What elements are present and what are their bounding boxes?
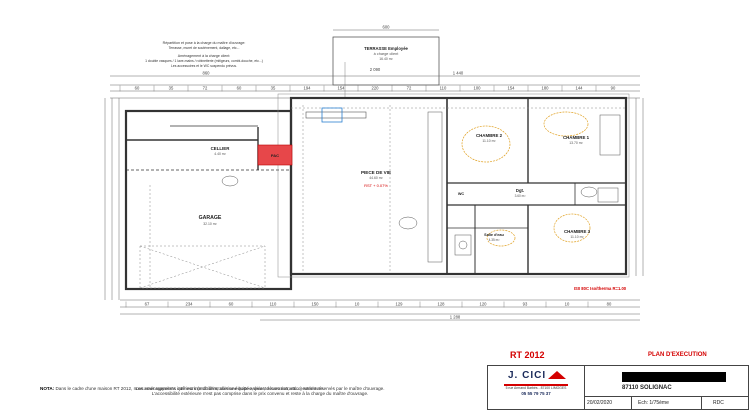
pac-label: PAC: [271, 153, 279, 158]
room-chambre-2: CHAMBRE 2: [476, 133, 503, 138]
dimension-label: 60: [135, 86, 140, 91]
nota-line: Dans le cadre d'une maison RT 2012, nous…: [55, 386, 325, 391]
dimension-label: 234: [186, 302, 194, 307]
top-note-line: Terrasse, muret de soutènement, dallage,…: [169, 46, 240, 50]
room-wc: WC: [458, 192, 465, 196]
location-label: 87110 SOLIGNAC: [622, 385, 672, 391]
dimension-label: 150: [312, 302, 320, 307]
wall-cabinet: [427, 111, 443, 263]
terrace-width-dim: 600: [383, 25, 391, 30]
room-dgt: Dgt.: [516, 188, 524, 193]
bottom-notes: NOTA: Dans le cadre d'une maison RT 2012…: [40, 386, 480, 396]
room-dgt-area: 3.60 m²: [515, 194, 526, 198]
dimension-label: 100: [474, 86, 482, 91]
dimension-label: 128: [438, 302, 446, 307]
bottom-segment-dims: 67 234 60 110 150 10 129 128 120 93 10 80: [125, 301, 612, 308]
dimension-label: 72: [407, 86, 412, 91]
dim-bottom-total: 1 288: [450, 315, 461, 320]
room-chambre-3: CHAMBRE 3: [564, 229, 591, 234]
piece-de-vie-red-note: RST + 0.07%: [364, 183, 388, 188]
room-chambre-2-area: 11.10 m²: [482, 139, 496, 143]
dim-top-extent: 1 440: [453, 71, 464, 76]
company-address: 5 rue Armand Barbès - 87100 LIMOGES: [505, 386, 567, 390]
dimension-label: 35: [271, 86, 276, 91]
top-note-line: Les accessoires et le WC suspendu prévus…: [171, 64, 237, 68]
title-block: J. CICI 5 rue Armand Barbès - 87100 LIMO…: [487, 365, 749, 410]
top-note-line: 1 double vasques / 1 lave-mains / robine…: [145, 59, 263, 63]
stairs-icon: [321, 107, 343, 123]
company-logo: J. CICI 5 rue Armand Barbès - 87100 LIMO…: [490, 368, 582, 396]
dimension-label: 60: [229, 302, 234, 307]
dimension-label: 67: [145, 302, 150, 307]
dimension-label: 93: [523, 302, 528, 307]
top-note-line: Aménagement à la charge client:: [178, 54, 231, 58]
nota-line: L'accessibilité extérieure n'est pas com…: [151, 391, 369, 397]
top-note-line: Répartition et pose à la charge du maîtr…: [163, 41, 246, 45]
company-phone: 05 55 79 75 37: [521, 391, 551, 396]
plan-date: 20/02/2020: [587, 400, 613, 406]
room-piece-de-vie-area: 44.60 m²: [369, 176, 383, 180]
plan-type-label: PLAN D'EXECUTION: [648, 352, 707, 358]
top-segment-dims: 60 35 72 60 35 194 154 220 72 110 100 154 180 144 90: [119, 85, 616, 92]
room-piece-de-vie: PIECE DE VIE: [361, 170, 391, 175]
room-chambre-3-area: 11.10 m²: [570, 235, 584, 239]
room-chambre-1-area: 13.70 m²: [569, 141, 583, 145]
room-salle-eau-area: 4.35 m²: [489, 238, 500, 242]
dim-left-extent: 860: [203, 71, 211, 76]
top-notes: Répartition et pose à la charge du maîtr…: [145, 41, 263, 68]
room-cellier: CELLIER: [211, 146, 231, 151]
iso-stamp: IS0 80C Iso/therma R=1.00: [574, 286, 627, 291]
dashed-lines: [139, 105, 626, 289]
dimension-label: 60: [237, 86, 242, 91]
dimension-label: 90: [611, 86, 616, 91]
house-roof-icon: [548, 371, 566, 379]
nota-line: Les aménagements intérieurs (mobiliers, …: [135, 386, 385, 391]
dimension-label: 220: [372, 86, 380, 91]
pac-unit: [257, 144, 293, 166]
dimension-label: 10: [355, 302, 360, 307]
dimension-label: 35: [169, 86, 174, 91]
dimension-label: 110: [270, 302, 277, 307]
dimension-label: 10: [565, 302, 570, 307]
bottom-dimensions: [120, 299, 640, 321]
plan-level: RDC: [713, 400, 724, 406]
dimension-label: 80: [607, 302, 612, 307]
building-walls: [124, 93, 630, 291]
dimension-label: 72: [203, 86, 208, 91]
dimension-label: 154: [338, 86, 346, 91]
room-chambre-1: CHAMBRE 1: [563, 135, 590, 140]
kitchen-counter: [305, 111, 367, 119]
dimension-label: 129: [396, 302, 404, 307]
terrace-area: 16.40 m²: [379, 57, 393, 61]
dimension-label: 180: [542, 86, 550, 91]
dimension-label: 194: [304, 86, 312, 91]
dimension-label: 110: [440, 86, 447, 91]
bathroom-fixtures: [454, 114, 621, 256]
left-dimensions: [104, 98, 120, 300]
room-cellier-area: 4.40 m²: [214, 152, 226, 156]
right-dimensions: [635, 98, 644, 276]
terrace-line2: à charge client: [374, 52, 400, 56]
room-garage: GARAGE: [199, 215, 222, 221]
plan-scale: Ech: 1/75ème: [638, 400, 669, 406]
dimension-label: 120: [480, 302, 488, 307]
nota-label: NOTA:: [40, 386, 55, 391]
rt-label: RT 2012: [510, 350, 545, 360]
dimension-label: 144: [576, 86, 584, 91]
terrace-title: TERRASSE Employée: [364, 46, 408, 51]
reference-circles: [221, 175, 598, 230]
redacted-client-name: [622, 372, 726, 382]
room-garage-area: 32.10 m²: [203, 222, 217, 226]
dimension-label: 154: [508, 86, 516, 91]
terrace: 600 TERRASSE Employée à charge client 16…: [332, 25, 440, 98]
company-name: J. CICI: [508, 370, 547, 381]
room-salle-eau: Salle d'eau: [484, 233, 504, 237]
furniture: [461, 111, 591, 247]
dim-total-width: 2 090: [370, 67, 381, 72]
